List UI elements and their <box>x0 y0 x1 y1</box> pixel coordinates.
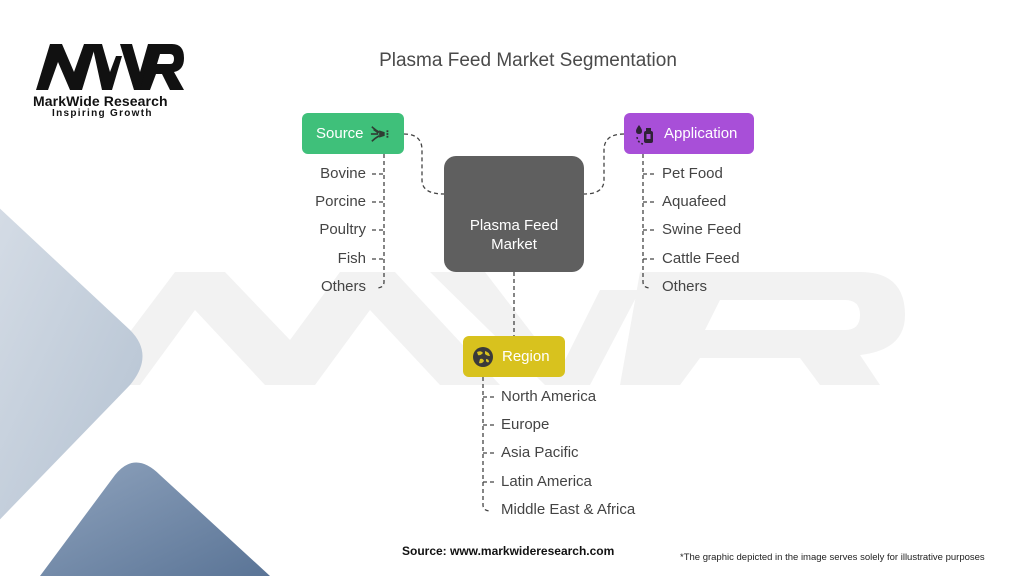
application-item: Pet Food <box>662 165 723 182</box>
application-item: Others <box>662 278 708 295</box>
category-region: Region <box>463 336 565 377</box>
spray-nozzle-icon <box>370 123 392 145</box>
decor-shape-dark <box>40 462 270 576</box>
application-item: Swine Feed <box>662 221 742 238</box>
source-item: Others <box>320 278 366 295</box>
region-item: Middle East & Africa <box>501 501 636 518</box>
region-item: Europe <box>501 416 550 433</box>
globe-icon <box>472 346 494 368</box>
category-application-label: Application <box>664 125 738 142</box>
category-source: Source <box>302 113 404 154</box>
source-item: Poultry <box>319 221 366 238</box>
page-title: Plasma Feed Market Segmentation <box>379 50 677 71</box>
category-region-label: Region <box>502 348 550 365</box>
bottle-drop-icon <box>634 123 656 145</box>
region-item: Latin America <box>501 473 592 490</box>
watermark-logo <box>90 272 905 385</box>
decor-shape-light <box>0 208 143 520</box>
source-item: Bovine <box>320 165 366 182</box>
disclaimer-note: *The graphic depicted in the image serve… <box>680 552 985 563</box>
source-item: Porcine <box>315 193 366 210</box>
logo-company-name: MarkWide Research <box>33 93 168 109</box>
logo-mark <box>36 44 184 90</box>
application-item: Cattle Feed <box>662 250 740 267</box>
region-item: Asia Pacific <box>501 444 579 461</box>
region-item: North America <box>501 388 597 405</box>
source-item: Fish <box>337 250 366 267</box>
center-node: Plasma Feed Market <box>444 156 584 272</box>
connector-lines <box>372 133 656 512</box>
application-item: Aquafeed <box>662 193 727 210</box>
center-node-label-line1: Plasma Feed <box>469 217 559 234</box>
source-citation: Source: www.markwideresearch.com <box>402 544 615 558</box>
center-node-label-line2: Market <box>491 236 537 253</box>
category-application: Application <box>624 113 754 154</box>
category-source-label: Source <box>316 125 364 142</box>
logo-tagline: Inspiring Growth <box>52 108 153 119</box>
